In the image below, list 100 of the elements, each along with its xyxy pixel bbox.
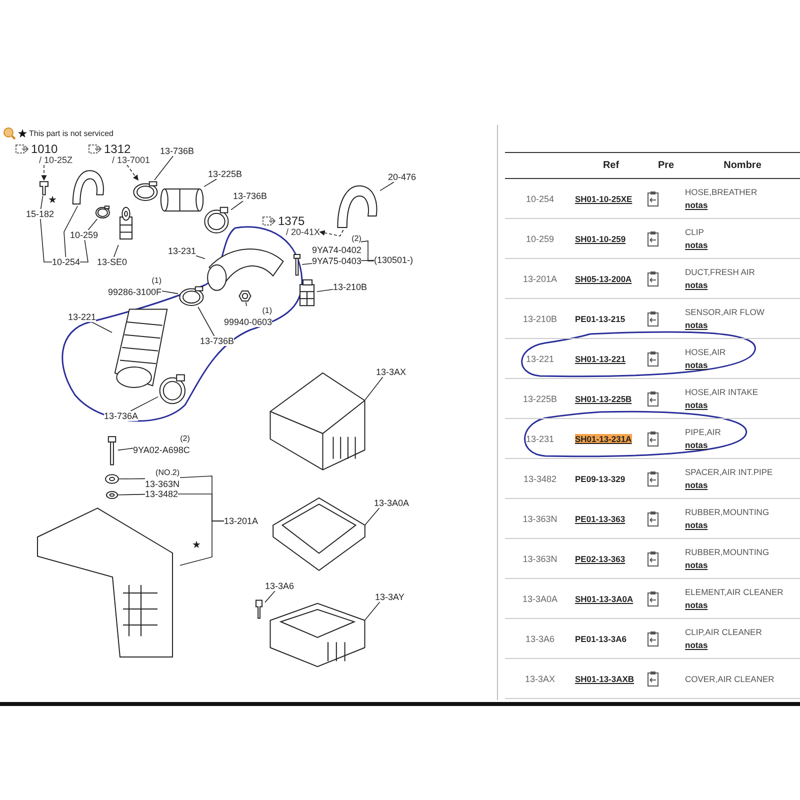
reference-code: 13-3A6 [525, 634, 555, 644]
leader-line [364, 376, 384, 400]
hose-clamp-drawing [158, 372, 188, 406]
washer-drawing [106, 491, 118, 499]
reference-number: 1312 [104, 143, 132, 155]
arrow [41, 164, 47, 181]
notes-link: notas [685, 320, 708, 330]
leader-line [380, 182, 394, 192]
notes-link: notas [685, 200, 708, 210]
part-number-callout: 99286-3100F [108, 287, 162, 297]
leader-line [230, 200, 244, 210]
part-number-callout: 13-225B [208, 169, 242, 179]
leader-line [80, 240, 88, 262]
reference-code: 13-231 [526, 434, 554, 444]
part-name: ELEMENT,AIR CLEANER [685, 587, 784, 597]
reference-code: / 10-25Z [38, 155, 73, 165]
part-number-callout: 13-3AY [375, 592, 404, 602]
notes-link: notas [685, 480, 708, 490]
part-number-callout: 13-3482 [145, 489, 178, 499]
quantity-note: (2) [352, 234, 362, 243]
reference-number: 1375 [278, 215, 306, 227]
part-number-link: PE01-13-363 [575, 514, 626, 524]
part-number-callout: 10-259 [70, 230, 98, 240]
column-header: Nombre [724, 160, 762, 171]
part-name: CLIP,AIR CLEANER [685, 627, 763, 637]
leader-line [360, 260, 374, 261]
part-number-link: SH01-13-3A0A [575, 594, 634, 604]
part-number-callout: 13-3A6 [265, 581, 294, 591]
quantity-note: (1) [262, 306, 272, 315]
part-number-callout: 9YA02-A698C [133, 445, 190, 455]
part-name: PIPE,AIR [685, 427, 722, 437]
star-mark: ★ [48, 196, 57, 206]
part-number-callout: 13-363N [145, 479, 180, 489]
part-number-link: SH01-13-231A [575, 434, 632, 444]
part-number-callout: 10-254 [52, 257, 80, 267]
column-header: Ref [602, 160, 620, 171]
reference-code: 13-363N [522, 514, 558, 524]
part-number-callout: 13-221 [68, 312, 96, 322]
part-name: SENSOR,AIR FLOW [685, 307, 766, 317]
leader-line [196, 255, 206, 260]
part-number-callout: 13-3AX [376, 367, 406, 377]
part-name: HOSE,AIR [685, 347, 727, 357]
part-number-callout: 13-3A0A [374, 498, 410, 508]
part-name: SPACER,AIR INT.PIPE [685, 467, 774, 477]
star-mark: ★ [192, 541, 201, 551]
part-number-callout: 9YA74-0402 [312, 245, 362, 255]
leader-line [114, 244, 119, 258]
reference-code: 13-221 [526, 354, 554, 364]
leader-line [264, 590, 276, 603]
bolt-drawing [292, 254, 302, 276]
part-number-callout: 15-182 [26, 209, 54, 219]
notes-link: notas [685, 360, 708, 370]
part-name: DUCT,FRESH AIR [685, 267, 756, 277]
part-number-callout: 13-736B [200, 336, 234, 346]
part-number-link: SH01-10-259 [575, 234, 626, 244]
part-number-callout: 9YA75-0403 [312, 256, 362, 266]
part-number-callout: 13-736B [160, 146, 194, 156]
reference-code: 13-363N [522, 554, 558, 564]
part-number-callout: (130501-) [374, 255, 414, 265]
part-name: RUBBER,MOUNTING [685, 547, 770, 557]
notes-link: notas [685, 640, 708, 650]
leader-line [154, 156, 174, 180]
reference-code: 13-210B [522, 314, 558, 324]
leader-line [204, 178, 218, 188]
hose-clamp-drawing [132, 180, 160, 202]
leader-line [246, 302, 247, 306]
bolt-drawing [106, 436, 118, 466]
hose-clamp-drawing [178, 285, 206, 307]
reference-number: 1010 [31, 143, 59, 155]
reference-code: 10-254 [526, 194, 554, 204]
arrow [319, 230, 344, 236]
part-name: CLIP [685, 227, 705, 237]
leader-line [198, 306, 215, 336]
part-number-callout: 13-SE0 [97, 257, 128, 267]
leader-line [91, 322, 112, 333]
reference-code: 13-225B [522, 394, 558, 404]
legend-text: This part is not serviced [29, 129, 114, 138]
reference-code: 13-3482 [523, 474, 557, 484]
part-number-callout: 99940-0603 [224, 317, 272, 327]
part-number-callout: 13-201A [224, 516, 258, 526]
part-number-link: SH01-13-3AXB [575, 674, 634, 684]
part-name: HOSE,AIR INTAKE [685, 387, 760, 397]
part-number-callout: 13-231 [168, 246, 196, 256]
part-name: HOSE,BREATHER [685, 187, 758, 197]
part-number-link: PE02-13-363 [575, 554, 626, 564]
clip-drawing [253, 598, 265, 620]
part-number-link: SH05-13-200A [575, 274, 632, 284]
arrow [126, 164, 138, 181]
reference-code: 10-259 [526, 234, 554, 244]
leader-line [178, 494, 224, 522]
leader-line [64, 206, 78, 258]
leader-line [302, 263, 312, 265]
nut-drawing [239, 290, 251, 302]
sensor-drawing [297, 279, 317, 307]
part-number-callout: 13-736B [233, 191, 268, 201]
part-number-link: SH01-13-221 [575, 354, 626, 364]
leader-line [118, 478, 146, 480]
leader-line [130, 396, 158, 412]
notes-link: notas [685, 520, 708, 530]
leader-line [316, 289, 334, 292]
